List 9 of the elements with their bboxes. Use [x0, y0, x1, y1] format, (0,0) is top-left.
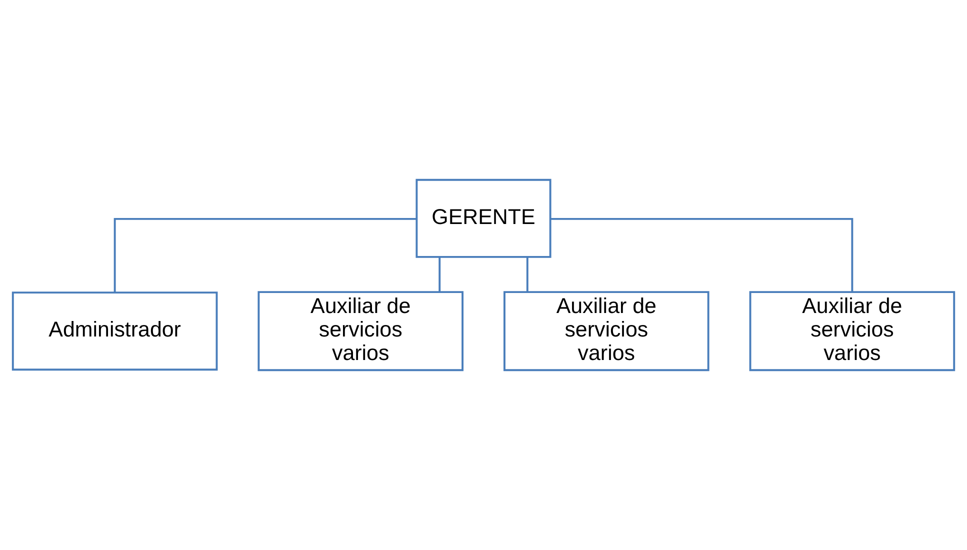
node-box: Auxiliar de servicios varios	[749, 291, 956, 372]
connector	[114, 218, 416, 292]
node-box: Auxiliar de servicios varios	[258, 291, 464, 372]
node-box: Administrador	[12, 292, 218, 371]
node-box: GERENTE	[416, 178, 552, 258]
node-box: Auxiliar de servicios varios	[504, 291, 710, 372]
connector	[550, 218, 854, 292]
connector	[438, 257, 441, 292]
connector	[526, 257, 528, 292]
